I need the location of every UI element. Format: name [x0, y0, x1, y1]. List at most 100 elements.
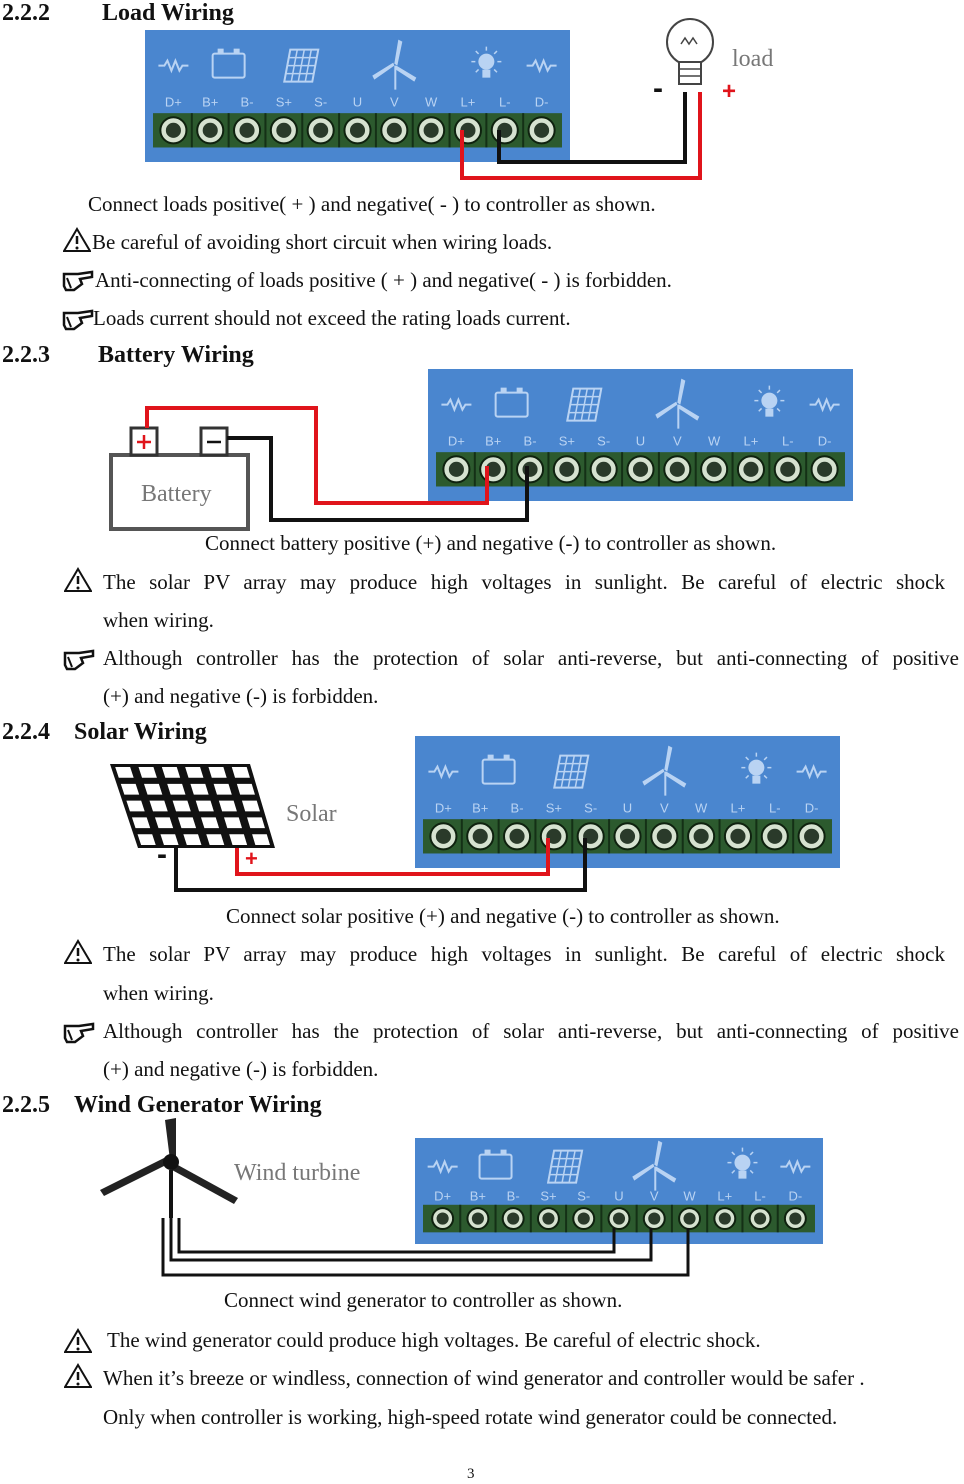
terminal-screw-head: [656, 828, 672, 844]
terminal-screw-head: [743, 461, 759, 477]
terminal-label: D+: [448, 434, 465, 449]
warning-triangle-icon: [64, 939, 92, 964]
terminal-label: L+: [461, 95, 476, 110]
terminal-screw-head: [612, 1212, 626, 1225]
terminal-screw-head: [386, 122, 402, 138]
terminal-screw-head: [546, 828, 562, 844]
warning-triangle-icon: [64, 1328, 92, 1353]
terminal-screw-head: [423, 122, 439, 138]
terminal-label: S+: [546, 801, 562, 816]
terminal-screw-head: [472, 828, 488, 844]
terminal-screw-head: [730, 828, 746, 844]
panel-icons: [441, 378, 840, 429]
wind-turbine-icon: [372, 39, 417, 90]
light-bulb-icon: [727, 1147, 758, 1179]
load-wiring-diagram: [460, 18, 714, 180]
terminal-screw-head: [669, 461, 685, 477]
terminal-screw-head: [507, 1212, 520, 1225]
battery-negative-wire: [227, 436, 529, 522]
wind-wire-v: [169, 1218, 653, 1262]
terminal-label: B-: [524, 434, 537, 449]
terminal-screw-head: [436, 1212, 449, 1225]
terminal-label: L-: [769, 801, 781, 816]
resistor-icon: [158, 57, 189, 74]
terminal-screw-head: [485, 461, 501, 477]
wind-turbine-label: Wind turbine: [234, 1160, 361, 1186]
solar-plus-sign: +: [245, 846, 258, 871]
resistor-icon: [428, 763, 459, 780]
terminal-label: L+: [717, 1188, 732, 1203]
pointing-hand-icon: [62, 270, 94, 292]
terminal-label: B+: [472, 801, 488, 816]
battery-warning-line-2: when wiring.: [103, 608, 214, 632]
wind-warning-2-continued: Only when controller is working, high-sp…: [103, 1405, 838, 1429]
page-number: 3: [467, 1466, 475, 1482]
solar-caption: Connect solar positive (+) and negative …: [226, 904, 780, 928]
solar-warning-line-2: when wiring.: [103, 981, 214, 1005]
terminal-label: L-: [754, 1188, 766, 1203]
warning-triangle-icon: [63, 227, 91, 252]
resistor-icon: [427, 1158, 458, 1175]
terminal-label: B+: [485, 434, 501, 449]
terminal-screw-head: [276, 122, 292, 138]
wind-turbine-icon: [632, 1140, 677, 1191]
terminal-label: S-: [577, 1188, 590, 1203]
battery-icon: [481, 758, 516, 785]
load-note-1: Be careful of avoiding short circuit whe…: [92, 230, 553, 254]
battery-note-line-2: (+) and negative (-) is forbidden.: [103, 684, 379, 708]
terminal-label: D-: [789, 1188, 803, 1203]
battery-icon: [478, 1153, 513, 1180]
wind-warning-2: When it’s breeze or windless, connection…: [103, 1366, 865, 1390]
terminal-label: W: [425, 95, 438, 110]
battery-warning-line-1: The solar PV array may produce high volt…: [103, 570, 945, 594]
terminal-label: U: [636, 434, 645, 449]
terminal-label: V: [390, 95, 399, 110]
terminal-label: V: [650, 1188, 659, 1203]
load-note-2: Anti-connecting of loads positive ( + ) …: [95, 268, 672, 292]
terminal-screw-head: [349, 122, 366, 138]
section-number-load: 2.2.2: [2, 0, 50, 26]
wind-wire-w: [177, 1218, 616, 1254]
section-title-load: Load Wiring: [102, 0, 234, 26]
battery-caption: Connect battery positive (+) and negativ…: [205, 531, 777, 555]
terminal-label: D+: [435, 801, 452, 816]
solar-note-line-1: Although controller has the protection o…: [103, 1019, 959, 1043]
terminal-screw-head: [202, 122, 218, 138]
terminal-label: S-: [584, 801, 597, 816]
terminal-label: L+: [744, 434, 759, 449]
terminal-label: B-: [241, 95, 254, 110]
section-number-battery: 2.2.3: [2, 342, 50, 368]
resistor-icon: [796, 763, 827, 780]
terminal-label: L-: [782, 434, 794, 449]
terminal-screw-head: [542, 1212, 555, 1225]
terminal-screw-head: [789, 1212, 802, 1225]
solar-panel-icon: [546, 1149, 584, 1184]
terminal-label: U: [353, 95, 362, 110]
battery-label: Battery: [141, 481, 212, 507]
terminal-screw-head: [448, 461, 464, 477]
wind-caption: Connect wind generator to controller as …: [224, 1288, 623, 1312]
warning-triangle-icon: [64, 567, 92, 592]
terminal-screw-head: [693, 828, 709, 844]
load-negative-wire: [497, 92, 687, 164]
section-title-battery: Battery Wiring: [98, 342, 254, 368]
battery-icon: [109, 453, 250, 531]
terminal-screw-head: [804, 828, 820, 844]
terminal-screw-head: [718, 1212, 731, 1225]
terminal-label: D-: [818, 434, 832, 449]
load-caption: Connect loads positive( + ) and negative…: [88, 192, 656, 216]
warning-triangle-icon: [64, 1363, 92, 1388]
resistor-icon: [526, 57, 557, 74]
terminal-screw-head: [559, 461, 575, 477]
terminal-screw-head: [648, 1212, 661, 1225]
terminal-label: B+: [470, 1188, 486, 1203]
solar-panel-icon: [553, 754, 590, 789]
section-title-wind: Wind Generator Wiring: [74, 1092, 322, 1118]
wind-turbine-icon: [655, 378, 700, 429]
terminal-screw-head: [313, 122, 329, 138]
terminal-screw-head: [534, 122, 550, 138]
load-positive-wire: [460, 92, 702, 180]
resistor-icon: [780, 1158, 811, 1175]
